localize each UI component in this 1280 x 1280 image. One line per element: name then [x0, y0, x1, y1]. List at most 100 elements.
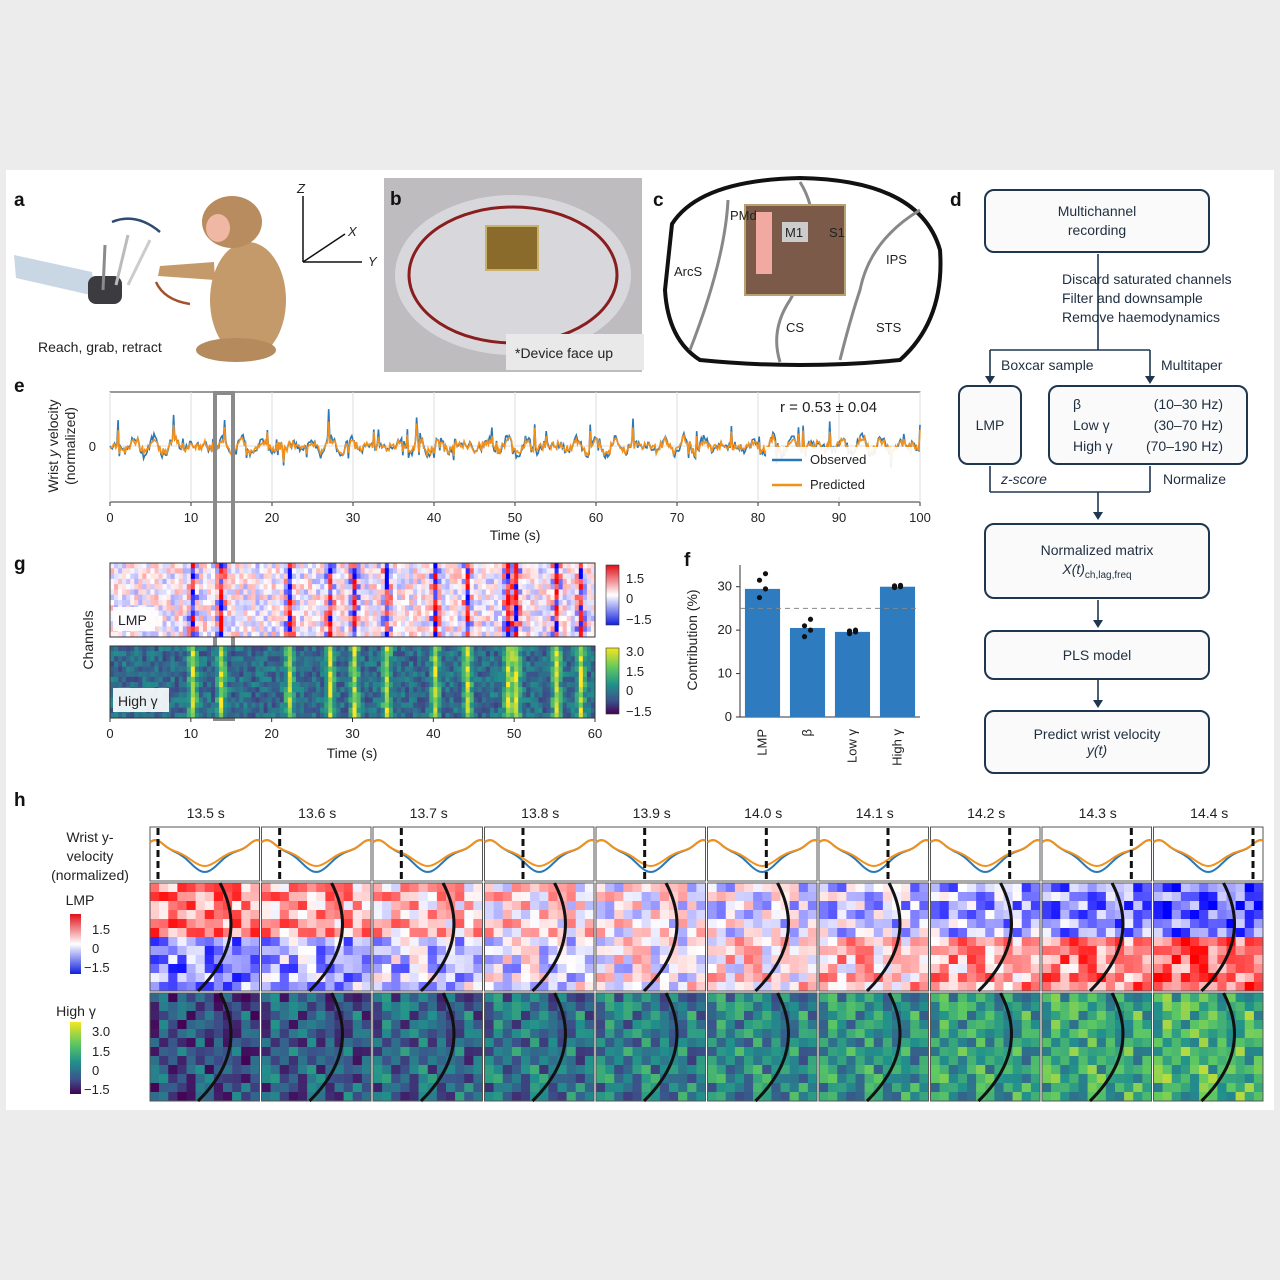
heatmap-cell [554, 656, 559, 662]
heatmap-cell [368, 666, 374, 673]
hg-cell [213, 1020, 224, 1030]
lmp-cell [436, 919, 447, 929]
hg-cell [195, 1011, 206, 1021]
hg-cell [279, 1083, 290, 1093]
heatmap-cell [336, 692, 341, 698]
heatmap-cell [538, 702, 543, 709]
heatmap-cell [215, 707, 220, 714]
heatmap-cell [570, 605, 576, 611]
heatmap-cell [247, 697, 252, 703]
hg-cell [288, 1074, 299, 1084]
lmp-cell [159, 883, 169, 893]
heatmap-cell [485, 594, 491, 601]
heatmap-cell [477, 605, 483, 611]
heatmap-cell [304, 626, 309, 633]
heatmap-cell [364, 676, 369, 683]
heatmap-cell [146, 712, 151, 719]
lmp-cell [464, 946, 474, 956]
heatmap-cell [566, 563, 572, 569]
heatmap-cell [518, 631, 523, 638]
heatmap-cell [142, 584, 147, 590]
heatmap-cell [110, 671, 115, 678]
heatmap-cell [481, 573, 487, 580]
heatmap-cell [469, 615, 475, 622]
heatmap-cell [437, 676, 442, 683]
hg-cell [213, 1002, 224, 1012]
heatmap-cell [417, 621, 422, 627]
hg-cell [213, 1083, 224, 1093]
lmp-cell [436, 901, 447, 911]
heatmap-cell [267, 656, 272, 662]
heatmap-cell [417, 563, 422, 569]
heatmap-cell [235, 651, 240, 657]
lmp-cell [400, 946, 410, 956]
heatmap-cell [235, 605, 240, 611]
heatmap-cell [235, 631, 240, 638]
heatmap-cell [526, 605, 531, 611]
heatmap-cell [114, 661, 119, 667]
heatmap-cell [255, 584, 260, 590]
heatmap-cell [461, 594, 466, 601]
heatmap-cell [380, 702, 386, 709]
heatmap-cell [336, 589, 341, 596]
heatmap-cell [485, 682, 491, 688]
heatmap-cell [449, 671, 454, 678]
heatmap-cell [550, 615, 555, 622]
hg-cell [605, 1038, 615, 1048]
heatmap-cell [255, 712, 260, 719]
lmp-cell [168, 901, 178, 911]
hg-cell [687, 1074, 697, 1084]
heatmap-cell [473, 594, 479, 601]
heatmap-cell [396, 631, 402, 638]
heatmap-cell [582, 692, 588, 698]
lmp-cell [614, 901, 624, 911]
hg-cell [511, 1002, 522, 1012]
lmp-cell [696, 901, 706, 911]
heatmap-cell [259, 626, 264, 633]
heatmap-cell [348, 697, 353, 703]
heatmap-cell [279, 563, 285, 569]
heatmap-cell [287, 568, 293, 574]
hg-cell [373, 1056, 383, 1066]
heatmap-cell [506, 578, 511, 585]
heatmap-cell [324, 568, 329, 574]
hg-cell [391, 1056, 401, 1066]
heatmap-cell [291, 573, 297, 580]
lmp-cell [373, 910, 383, 920]
heatmap-cell [405, 676, 410, 683]
heatmap-cell [122, 712, 127, 719]
heatmap-cell [283, 692, 289, 698]
heatmap-cell [574, 563, 580, 569]
heatmap-cell [506, 610, 511, 617]
hg-cell [659, 1047, 670, 1057]
hg-cell [623, 993, 633, 1003]
heatmap-cell [510, 702, 515, 709]
heatmap-cell [590, 682, 596, 688]
heatmap-cell [299, 682, 305, 688]
heatmap-cell [538, 631, 543, 638]
hg-cell [530, 1029, 540, 1039]
heatmap-cell [364, 702, 369, 709]
lmp-cell [473, 982, 483, 992]
heatmap-cell [433, 687, 438, 693]
heatmap-cell [566, 707, 572, 714]
heatmap-cell [198, 651, 204, 657]
heatmap-cell [194, 610, 200, 617]
heatmap-cell [271, 697, 277, 703]
heatmap-cell [477, 676, 483, 683]
heatmap-cell [441, 563, 446, 569]
hg-cell [279, 1047, 290, 1057]
hg-cell [250, 1002, 260, 1012]
hg-cell [298, 1020, 308, 1030]
lmp-cell [650, 901, 661, 911]
lmp-cell [687, 901, 697, 911]
heatmap-cell [279, 589, 285, 596]
lmp-cell [659, 928, 670, 938]
heatmap-cell [211, 594, 216, 601]
hg-cell [530, 1002, 540, 1012]
heatmap-cell [421, 573, 426, 580]
heatmap-cell [433, 631, 438, 638]
heatmap-cell [590, 578, 596, 585]
heatmap-cell [364, 589, 369, 596]
